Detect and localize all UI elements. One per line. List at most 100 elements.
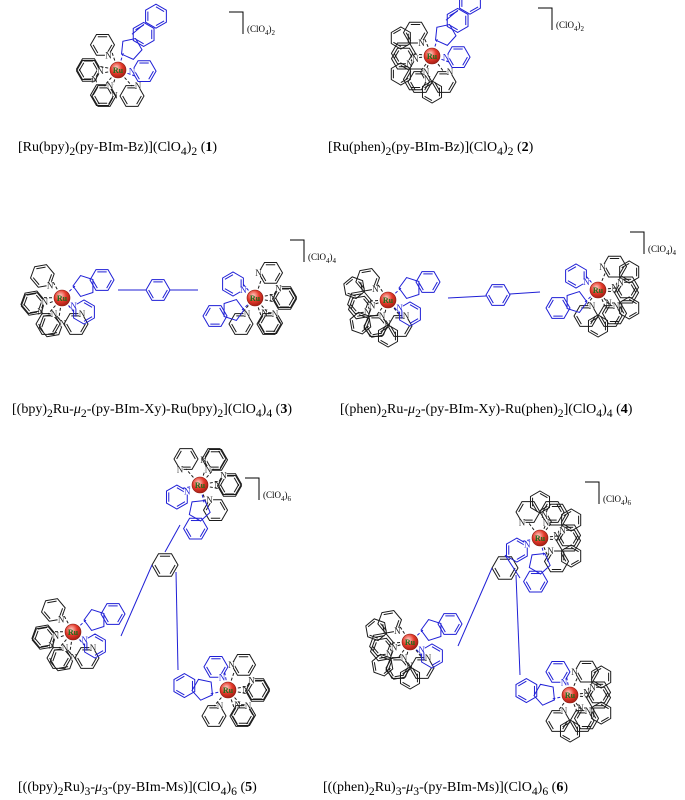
nitrogen-mask	[61, 644, 69, 652]
nitrogen-mask	[134, 82, 142, 90]
nitrogen-mask	[560, 678, 568, 686]
coordination-bond	[58, 297, 63, 320]
double-bond	[205, 501, 212, 511]
double-bond	[204, 450, 210, 460]
double-bond	[47, 274, 53, 284]
bond	[445, 9, 459, 21]
double-bond	[108, 95, 114, 105]
nitrogen-label: N	[217, 701, 224, 711]
double-bond	[525, 581, 532, 590]
double-bond	[562, 671, 568, 681]
double-bond	[424, 82, 433, 89]
ru-sphere	[531, 529, 549, 547]
nitrogen-mask	[243, 310, 251, 318]
coordination-bond	[569, 692, 590, 696]
double-bond	[246, 715, 252, 725]
nitrogen-label: N	[559, 525, 566, 535]
double-bond	[621, 275, 630, 282]
aromatic-ring	[151, 553, 179, 577]
phen-ligand: NN	[539, 525, 582, 573]
caption-complex-4: [(phen)2Ru-μ2-(py-BIm-Xy)-Ru(phen)2](ClO…	[340, 402, 633, 420]
ru-label: Ru	[195, 481, 206, 490]
nitrogen-label: N	[135, 81, 142, 91]
double-bond	[402, 668, 411, 675]
bond	[120, 564, 153, 637]
aromatic-ring	[561, 508, 582, 532]
nitrogen-label: N	[184, 486, 191, 496]
bpy-ligand: NN	[173, 448, 227, 486]
nitrogen-label: N	[234, 700, 241, 710]
nitrogen-mask	[396, 304, 404, 312]
ru-sphere	[109, 61, 127, 79]
phen-ligand: NN	[597, 255, 640, 299]
coordination-bond	[569, 676, 579, 696]
nitrogen-label: N	[425, 653, 432, 663]
nitrogen-mask	[96, 67, 105, 75]
double-bond	[218, 715, 224, 725]
coordination-bond	[242, 283, 256, 299]
nitrogen-label: N	[384, 319, 391, 329]
double-bond	[366, 325, 372, 335]
double-bond	[37, 626, 48, 630]
nitrogen-label: N	[403, 311, 410, 321]
nitrogen-label: N	[599, 262, 606, 272]
aromatic-ring	[619, 296, 640, 320]
caption-complex-2: [Ru(phen)2(py-BIm-Bz)](ClO4)2 (2)	[328, 140, 534, 158]
double-bond	[261, 682, 268, 692]
nitrogen-label: N	[406, 59, 413, 69]
aromatic-ring	[421, 80, 443, 104]
coordination-bond	[62, 613, 74, 633]
coordination-bond	[419, 55, 433, 73]
nitrogen-label: N	[589, 682, 596, 692]
double-bond	[586, 720, 592, 730]
double-bond	[176, 675, 185, 682]
double-bond	[558, 535, 565, 544]
nitrogen-label: N	[418, 645, 425, 655]
coordination-bond	[431, 55, 445, 73]
double-bond	[462, 56, 468, 66]
aromatic-ring	[415, 271, 441, 293]
double-bond	[46, 628, 54, 637]
coordination-bond	[117, 69, 133, 87]
coordination-bond	[199, 480, 221, 486]
coordination-bond	[69, 631, 74, 654]
double-bond	[351, 320, 355, 329]
phen-ligand: NN	[390, 47, 433, 91]
nitrogen-mask	[542, 518, 550, 526]
double-bond	[469, 6, 479, 13]
bpy-ligand: NN	[227, 653, 271, 701]
nitrogen-mask	[205, 496, 214, 504]
double-bond	[602, 692, 609, 701]
double-bond	[570, 559, 579, 566]
double-bond	[148, 289, 154, 299]
bpy-ligand: NN	[199, 448, 243, 496]
double-bond	[38, 323, 44, 333]
nitrogen-mask	[584, 707, 592, 715]
double-bond	[448, 56, 454, 66]
ru-label: Ru	[405, 638, 416, 647]
double-bond	[350, 300, 355, 310]
coordination-bond	[375, 299, 389, 317]
coordination-bond	[527, 521, 541, 539]
counter-ion-label: (ClO4)4	[648, 244, 677, 257]
aromatic-ring	[89, 269, 115, 291]
nitrogen-label: N	[547, 546, 554, 556]
double-bond	[556, 503, 562, 513]
bpy-ligand: NN	[199, 471, 243, 522]
double-bond	[94, 650, 104, 656]
nitrogen-label: N	[447, 67, 454, 77]
aromatic-ring	[399, 666, 421, 690]
bpy-ligand: NN	[227, 676, 271, 727]
nitrogen-label: N	[524, 539, 531, 549]
aromatic-ring	[591, 701, 612, 725]
double-bond	[83, 302, 93, 308]
nitrogen-label: N	[48, 641, 55, 651]
nitrogen-label: N	[228, 660, 235, 670]
nitrogen-label: N	[571, 667, 578, 677]
nitrogen-label: N	[396, 303, 403, 313]
double-bond	[604, 266, 611, 275]
nitrogen-label: N	[53, 631, 60, 641]
double-bond	[516, 540, 526, 546]
nitrogen-mask	[219, 471, 228, 480]
